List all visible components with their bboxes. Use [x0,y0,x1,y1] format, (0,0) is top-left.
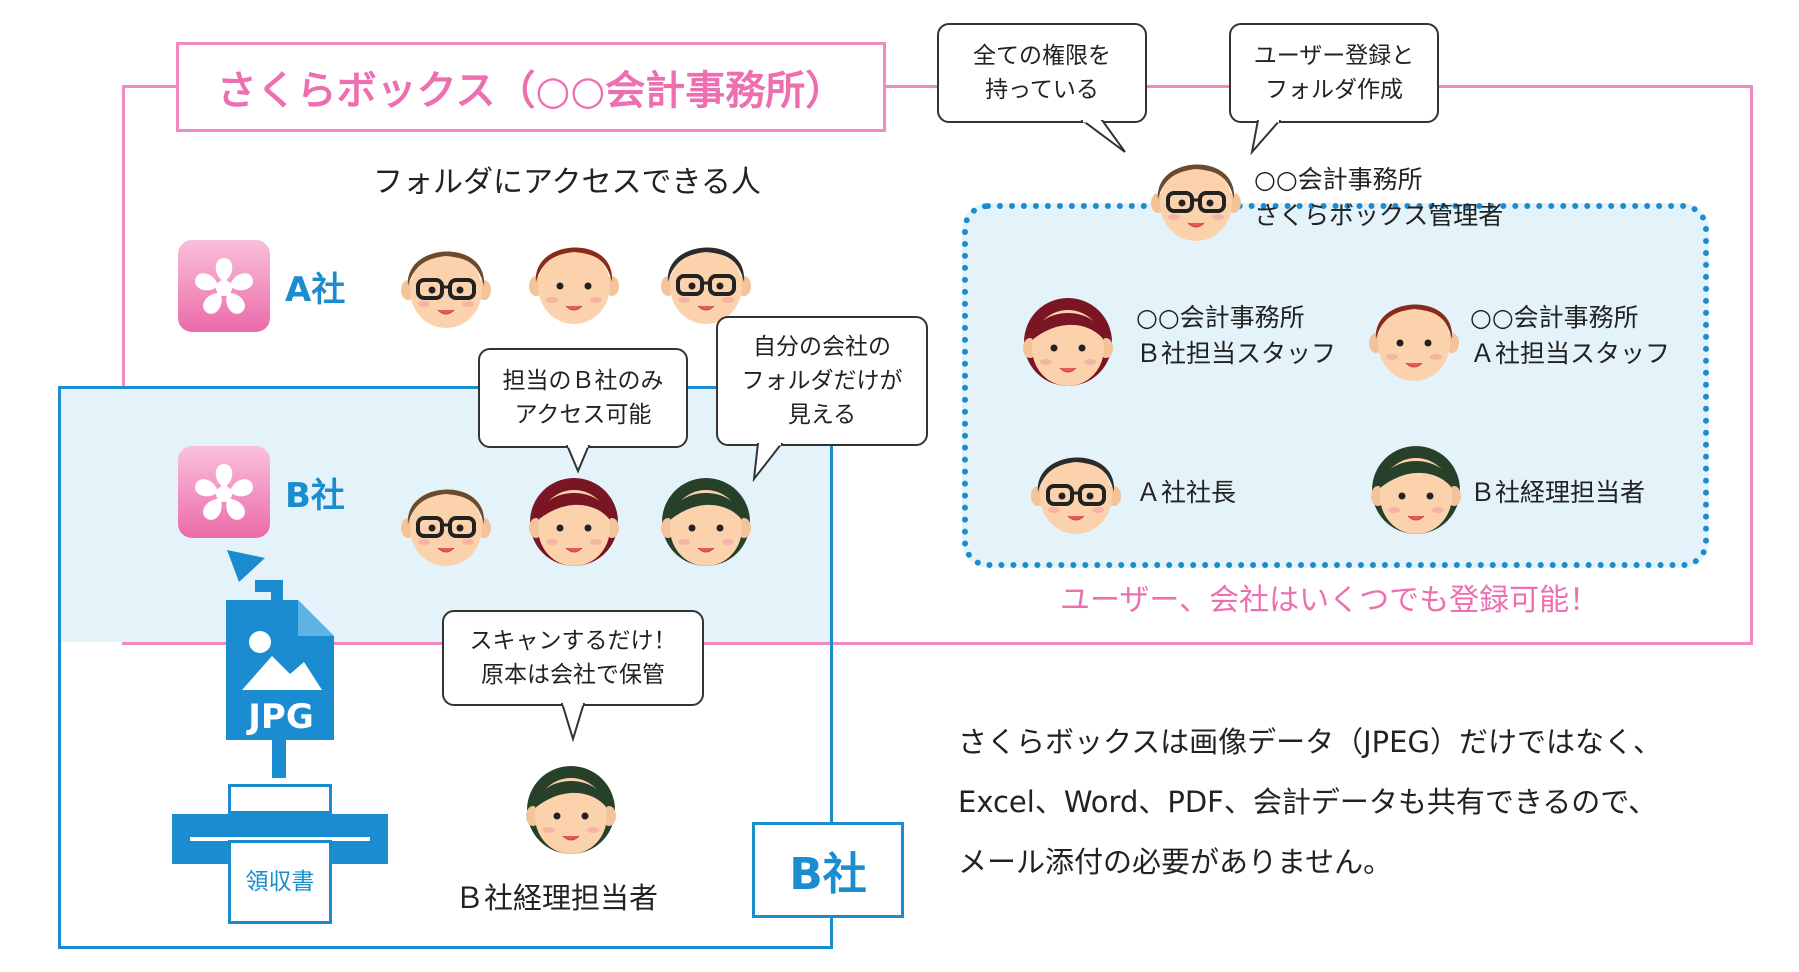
register-note: ユーザー、会社はいくつでも登録可能！ [1060,583,1600,618]
bubble-only-b: 担当のＢ社のみ アクセス可能 [478,348,688,448]
avatar-admin [1150,145,1242,249]
avatar-staff-a [528,228,620,332]
company-b-frame [58,386,833,949]
accountant-b-label: Ｂ社経理担当者 [1470,478,1646,507]
bubble-all-rights: 全ての権限を 持っている [937,23,1147,123]
avatar-president-a-right [1030,438,1122,542]
jpg-file-icon [226,600,334,740]
access-heading: フォルダにアクセスできる人 [373,165,761,200]
bubble-own-folder: 自分の会社の フォルダだけが 見える [716,316,928,446]
company-a-label: A社 [285,270,346,310]
company-b-box-label: B社 [752,822,904,918]
scanner-paper-top [228,784,332,814]
avatar-accountant-b-right [1370,438,1462,542]
avatar-admin-glasses-a [400,232,492,336]
accountant-b-bottom-label: Ｂ社経理担当者 [455,881,659,915]
staff-b-label: ○○会計事務所 Ｂ社担当スタッフ [1136,303,1337,368]
admin-label: ○○会計事務所 さくらボックス管理者 [1254,165,1504,230]
scanner-slot [190,837,370,841]
staff-a-label: ○○会計事務所 Ａ社担当スタッフ [1470,303,1671,368]
avatar-admin-glasses-b [400,470,492,574]
avatar-staff-b-right [1022,290,1114,394]
company-b-sakura-icon [178,446,270,538]
bubble-scan-only-tail [560,703,586,743]
president-a-label: Ａ社社長 [1136,478,1237,507]
avatar-staff-b [528,470,620,574]
bubble-user-folder-tail [1250,120,1282,155]
avatar-accountant-b-bottom [525,758,617,862]
jpg-label: JPG [248,697,314,737]
bubble-only-b-tail [565,445,591,474]
company-b-label: B社 [285,476,345,516]
jpg-connector [272,738,286,778]
receipt-label: 領収書 [245,869,315,895]
company-a-sakura-icon [178,240,270,332]
description-text: さくらボックスは画像データ（JPEG）だけではなく、 Excel、Word、PD… [958,725,1662,879]
bubble-own-folder-tail [752,443,784,483]
avatar-accountant-b [660,470,752,574]
bubble-all-rights-tail [1080,120,1126,153]
bubble-user-folder: ユーザー登録と フォルダ作成 [1229,23,1439,123]
avatar-staff-a-right [1368,285,1460,389]
page-title: さくらボックス（○○会計事務所） [176,42,886,132]
avatar-president-a [660,228,752,332]
bubble-scan-only: スキャンするだけ！ 原本は会社で保管 [442,610,704,706]
receipt-paper [228,840,332,924]
